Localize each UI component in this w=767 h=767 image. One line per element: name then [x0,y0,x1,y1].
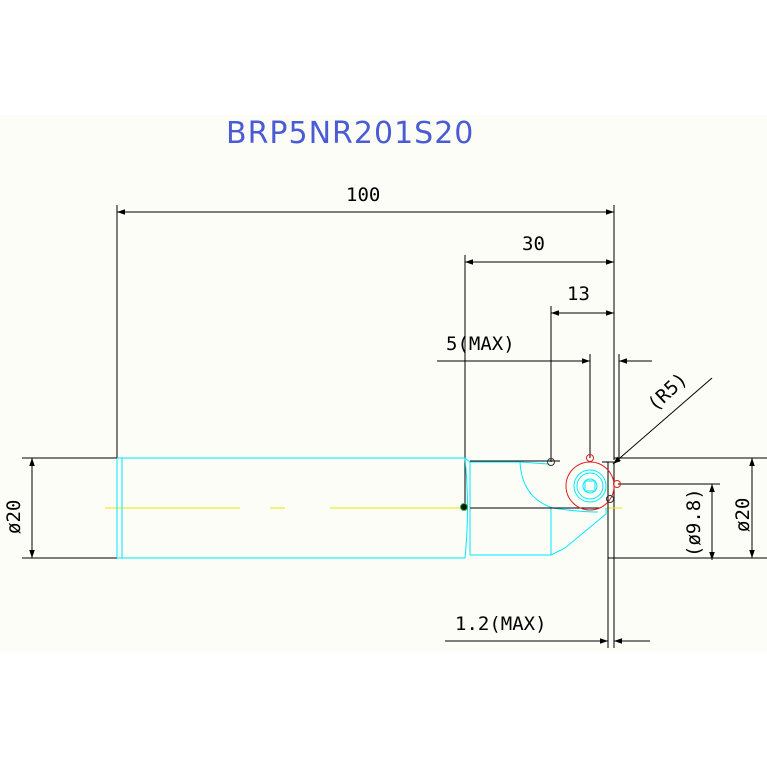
datum-point-right [613,480,621,488]
dimension-label-diameter-inner: (ø9.8) [683,488,705,557]
dimension-label-13: 13 [567,283,590,305]
datum-point-top [586,454,594,462]
dimension-100: 100 [116,184,615,460]
dimension-diameter-right: ø20 [608,457,767,559]
dimension-diameter-left: ø20 [3,457,117,559]
dimension-5-max: 5(MAX) [437,333,652,462]
datum-point-lower [606,495,614,503]
dimension-30: 30 [464,233,614,508]
dimension-label-100: 100 [346,184,380,206]
dimension-diameter-inner: (ø9.8) [618,483,720,560]
drawing-title: BRP5NR201S20 [226,116,474,151]
dimension-13: 13 [550,283,614,462]
dimension-label-diameter-right: ø20 [732,498,754,532]
datum-point-center [460,503,468,511]
dimension-label-1-2-max: 1.2(MAX) [455,613,547,635]
dimension-label-diameter-left: ø20 [3,500,25,534]
dimension-1-2-max: 1.2(MAX) [445,462,650,648]
datum-point-left [547,458,555,466]
tool-head [470,460,614,514]
dimension-label-r5: (R5) [643,368,691,415]
insert [460,454,621,511]
dimension-r5: (R5) [612,368,713,465]
drawing-area [0,115,767,652]
dimension-label-30: 30 [522,233,545,255]
dimension-label-5-max: 5(MAX) [446,333,515,355]
